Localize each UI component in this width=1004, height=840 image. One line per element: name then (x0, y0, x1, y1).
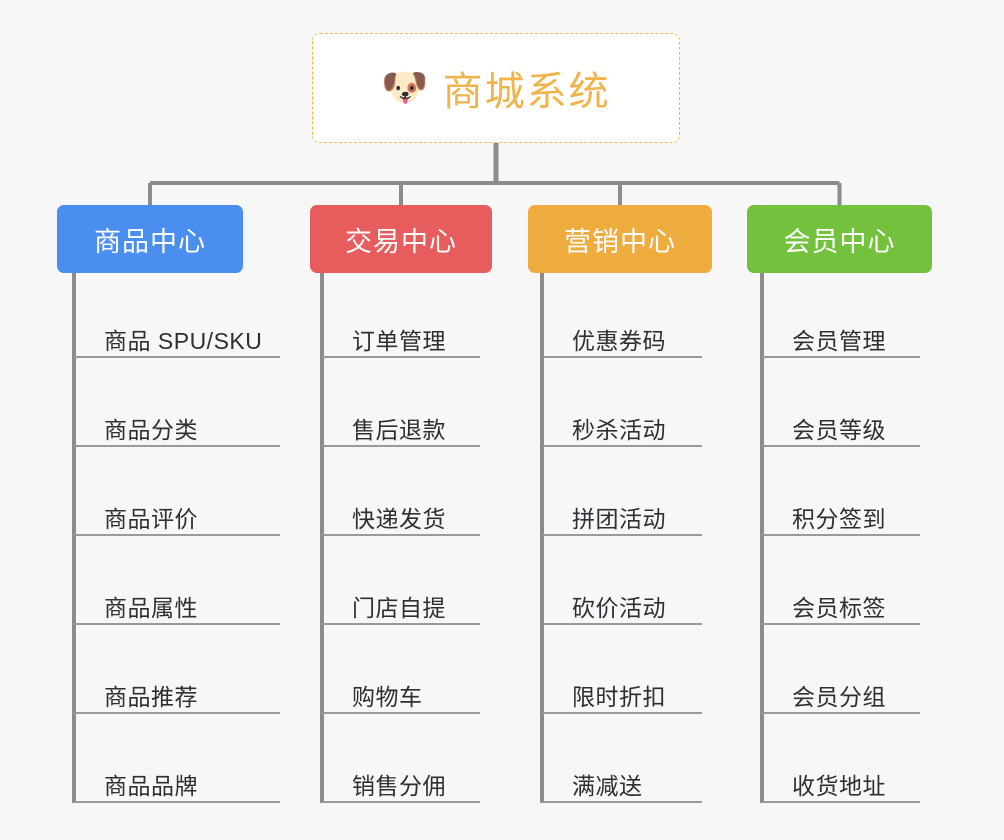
leaf-item[interactable]: 会员管理 (762, 310, 920, 358)
leaf-item[interactable]: 商品品牌 (74, 755, 280, 803)
leaf-item[interactable]: 订单管理 (322, 310, 480, 358)
leaf-item[interactable]: 限时折扣 (542, 666, 702, 714)
leaf-label: 秒杀活动 (572, 416, 666, 443)
leaf-label: 会员管理 (792, 327, 886, 354)
category-label: 营销中心 (564, 226, 676, 257)
category-node-member-center[interactable]: 会员中心 (747, 205, 932, 273)
leaf-item[interactable]: 砍价活动 (542, 577, 702, 625)
leaf-label: 商品推荐 (104, 683, 198, 710)
leaf-item[interactable]: 优惠券码 (542, 310, 702, 358)
leaf-item[interactable]: 商品属性 (74, 577, 280, 625)
leaf-item[interactable]: 积分签到 (762, 488, 920, 536)
root-title: 商城系统 (442, 70, 611, 114)
category-node-product-center[interactable]: 商品中心 (57, 205, 243, 273)
leaf-item[interactable]: 商品评价 (74, 488, 280, 536)
leaf-label: 会员标签 (792, 594, 886, 621)
leaf-item[interactable]: 购物车 (322, 666, 480, 714)
leaf-item[interactable]: 秒杀活动 (542, 399, 702, 447)
leaf-item[interactable]: 销售分佣 (322, 755, 480, 803)
leaf-label: 限时折扣 (572, 683, 666, 710)
dog-face-icon: 🐶 (381, 67, 429, 109)
leaf-item[interactable]: 会员分组 (762, 666, 920, 714)
category-node-trade-center[interactable]: 交易中心 (310, 205, 492, 273)
leaf-item[interactable]: 门店自提 (322, 577, 480, 625)
leaf-label: 商品分类 (104, 416, 198, 443)
leaf-label: 购物车 (352, 683, 423, 710)
leaf-item[interactable]: 会员标签 (762, 577, 920, 625)
leaf-label: 会员等级 (792, 416, 886, 443)
category-node-marketing-center[interactable]: 营销中心 (528, 205, 712, 273)
root-node[interactable]: 🐶 商城系统 (312, 33, 680, 143)
leaf-label: 商品品牌 (104, 772, 198, 799)
leaf-label: 售后退款 (352, 416, 446, 443)
leaf-label: 商品属性 (104, 594, 198, 621)
leaf-label: 商品 SPU/SKU (104, 327, 263, 354)
leaf-label: 订单管理 (352, 327, 446, 354)
leaf-label: 积分签到 (792, 505, 886, 532)
leaf-item[interactable]: 商品推荐 (74, 666, 280, 714)
leaf-item[interactable]: 满减送 (542, 755, 702, 803)
leaf-item[interactable]: 快递发货 (322, 488, 480, 536)
leaf-item[interactable]: 拼团活动 (542, 488, 702, 536)
leaf-label: 砍价活动 (572, 594, 666, 621)
category-label: 交易中心 (345, 226, 457, 257)
leaf-item[interactable]: 会员等级 (762, 399, 920, 447)
leaf-label: 收货地址 (792, 772, 886, 799)
leaf-label: 销售分佣 (352, 772, 446, 799)
leaf-label: 优惠券码 (572, 327, 666, 354)
leaf-label: 满减送 (572, 772, 643, 799)
leaf-item[interactable]: 售后退款 (322, 399, 480, 447)
leaf-label: 商品评价 (104, 505, 198, 532)
leaf-label: 门店自提 (352, 594, 446, 621)
category-label: 商品中心 (94, 226, 206, 257)
leaf-label: 拼团活动 (572, 505, 666, 532)
leaf-label: 快递发货 (352, 505, 446, 532)
leaf-item[interactable]: 收货地址 (762, 755, 920, 803)
leaf-item[interactable]: 商品分类 (74, 399, 280, 447)
leaf-label: 会员分组 (792, 683, 886, 710)
leaf-item[interactable]: 商品 SPU/SKU (74, 310, 280, 358)
category-label: 会员中心 (783, 226, 896, 257)
